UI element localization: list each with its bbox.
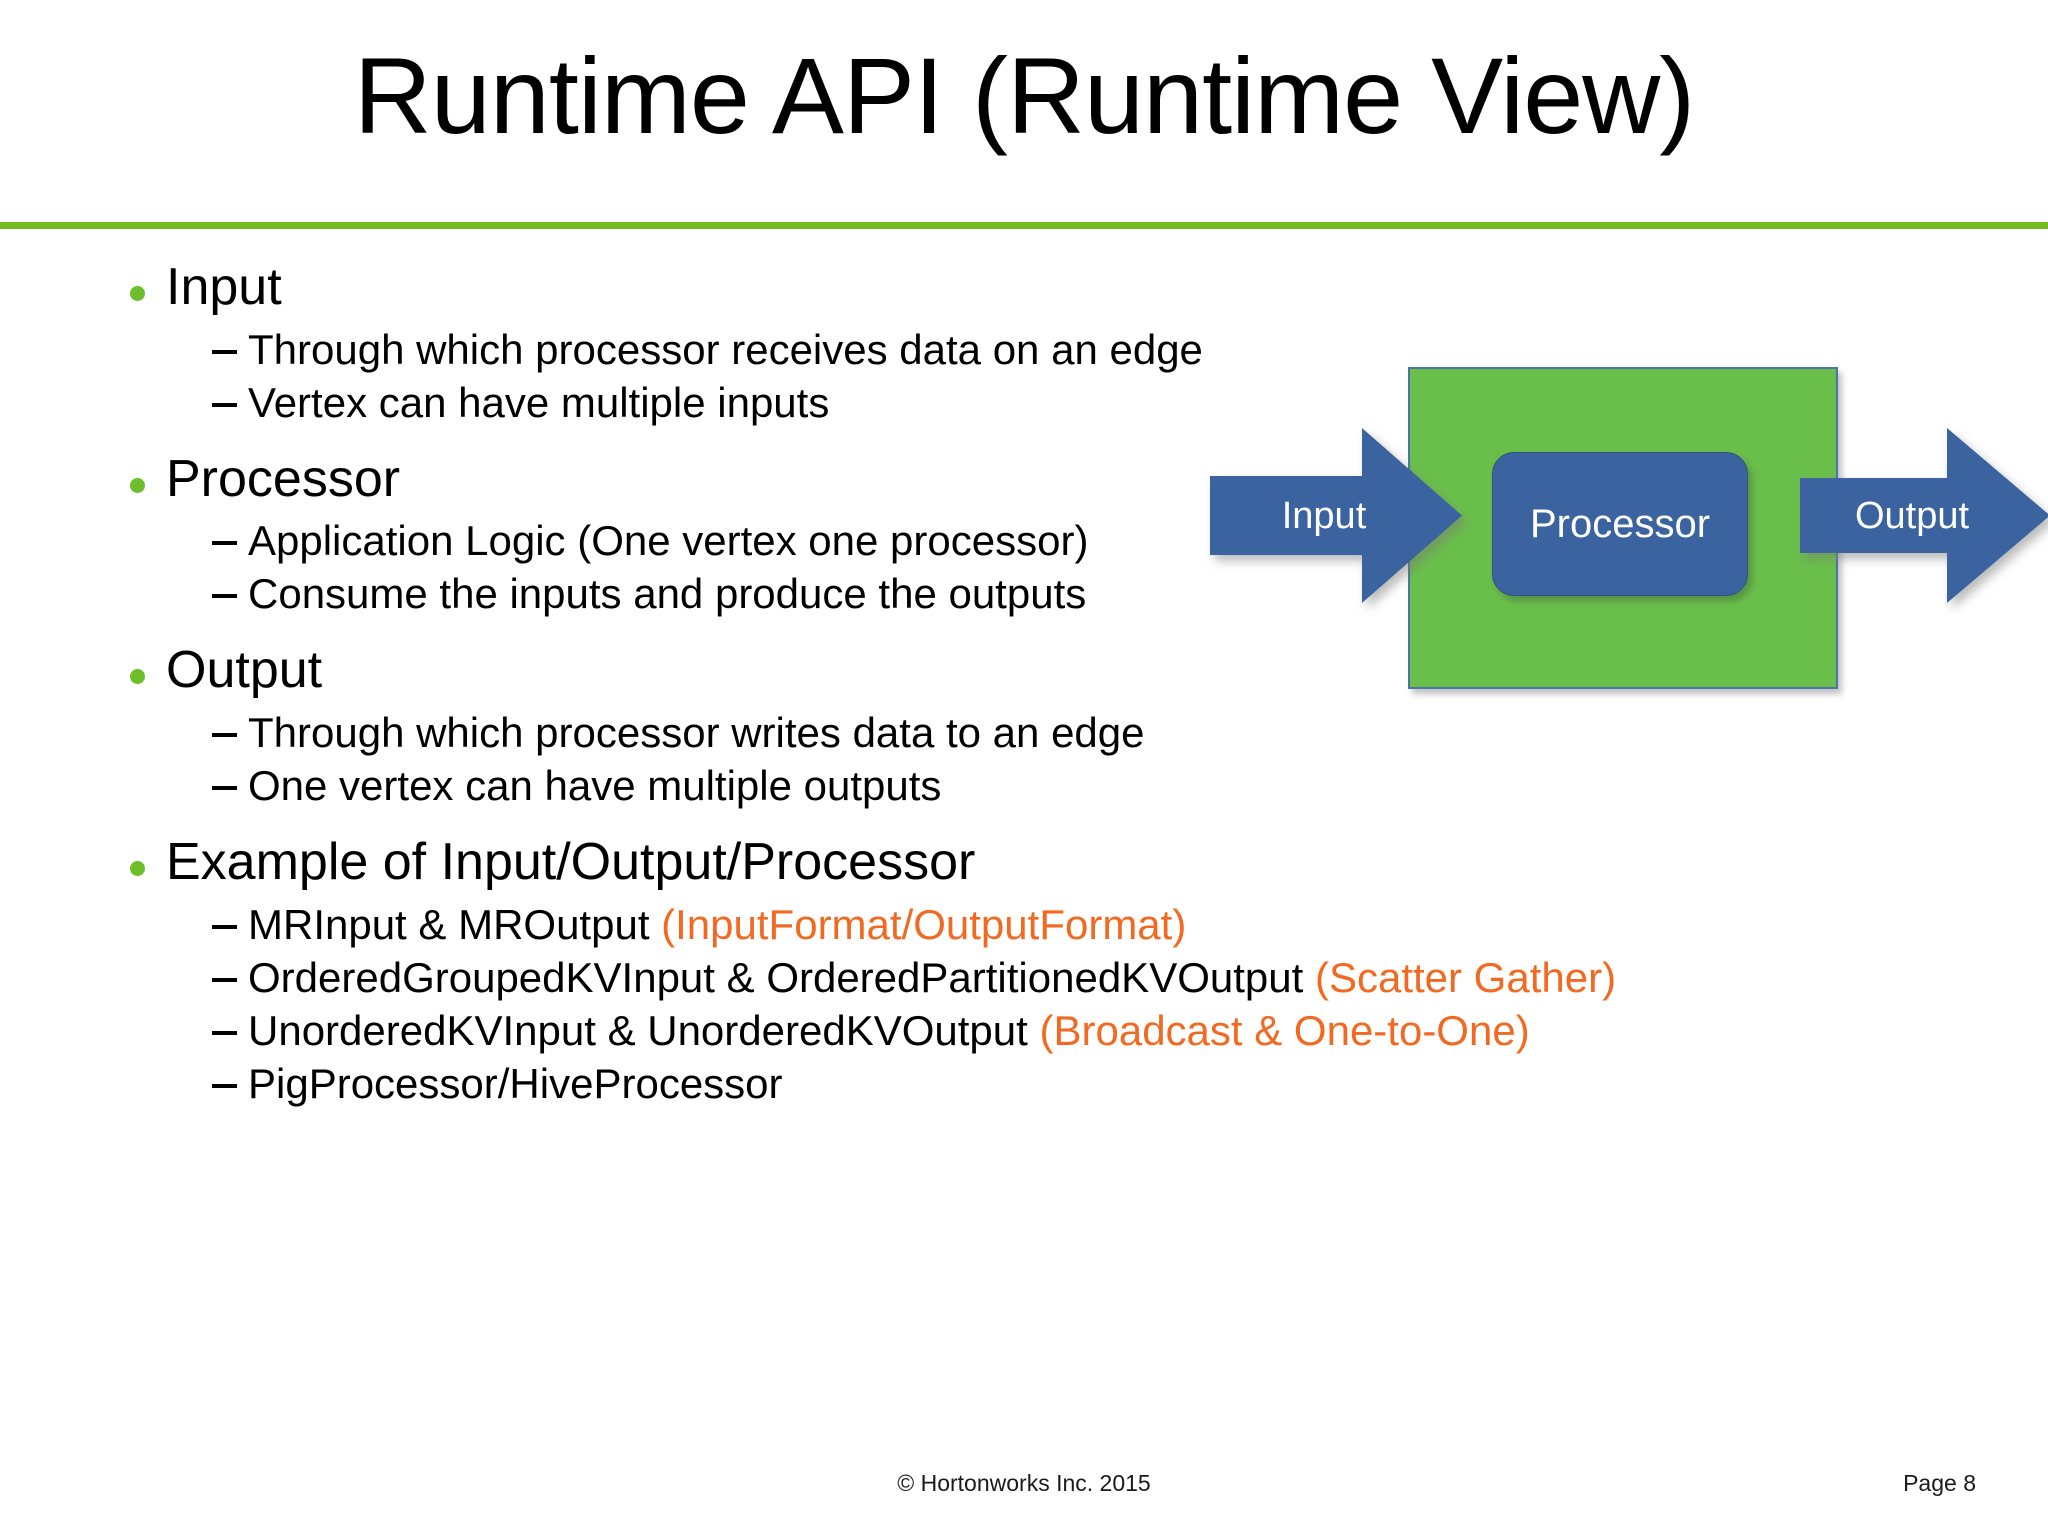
bullet-level2: Through which processor receives data on… [0, 326, 1340, 373]
bullet-level2-accent-text: (InputFormat/OutputFormat) [661, 900, 1187, 948]
bullet-level2: PigProcessor/HiveProcessor [0, 1060, 1340, 1107]
bullet-level1: Processor [0, 449, 1340, 508]
output-arrow: Output [1800, 428, 2048, 603]
bullet-level2-accent-text: (Broadcast & One-to-One) [1039, 1006, 1530, 1054]
bullet-level1: Example of Input/Output/Processor [0, 833, 1340, 892]
bullet-dash-icon [212, 786, 237, 791]
output-arrow-label: Output [1854, 494, 1970, 537]
bullet-level1-label: Processor [166, 449, 401, 508]
bullet-level1: Input [0, 258, 1340, 316]
bullet-dash-icon [212, 977, 237, 982]
bullet-level2-text: Through which processor writes data to a… [248, 709, 1145, 756]
bullet-dot-icon [130, 286, 145, 301]
bullet-dot-icon [130, 477, 145, 493]
title-divider [0, 222, 2048, 229]
bullet-dash-icon [212, 733, 237, 737]
right-arrow-icon [1210, 428, 1462, 603]
bullet-dot-icon [130, 669, 145, 685]
bullet-level2-text: Consume the inputs and produce the outpu… [248, 570, 1087, 618]
bullet-level2: One vertex can have multiple outputs [0, 762, 1340, 809]
bullet-dot-icon [130, 861, 145, 877]
bullet-level1: Output [0, 643, 1340, 699]
bullet-dash-icon [212, 924, 237, 929]
bullet-level2-text: UnorderedKVInput & UnorderedKVOutput [248, 1006, 1040, 1054]
input-arrow: Input [1210, 428, 1462, 603]
bullet-level1-label: Example of Input/Output/Processor [166, 833, 976, 892]
bullet-level2-text: Vertex can have multiple inputs [248, 378, 830, 426]
bullet-level2: Application Logic (One vertex one proces… [0, 517, 1340, 564]
bullet-level2-text: One vertex can have multiple outputs [248, 762, 942, 810]
bullet-level1-label: Output [166, 641, 323, 700]
bullet-level2: Vertex can have multiple inputs [0, 379, 1340, 426]
page-title: Runtime API (Runtime View) [353, 35, 1696, 156]
sub-bullet-list: Through which processor receives data on… [0, 326, 1340, 426]
input-arrow-label: Input [1281, 494, 1367, 537]
bullet-level2-text: MRInput & MROutput [248, 900, 662, 948]
bullet-level2-text: Through which processor receives data on… [248, 325, 1203, 373]
bullet-level1-label: Input [166, 258, 282, 316]
bullet-dash-icon [212, 594, 237, 599]
bullet-dash-icon [212, 541, 237, 546]
runtime-api-diagram: Processor Input Output [1190, 340, 2048, 710]
footer-page-number: Page 8 [1903, 1470, 1976, 1496]
bullet-level2-text: Application Logic (One vertex one proces… [248, 517, 1089, 565]
sub-bullet-list: Through which processor writes data to a… [0, 709, 1340, 809]
processor-node-label: Processor [1529, 502, 1711, 546]
bullet-dash-icon [212, 349, 237, 354]
bullet-level2: Consume the inputs and produce the outpu… [0, 570, 1340, 617]
bullet-level2: Through which processor writes data to a… [0, 709, 1340, 756]
bullet-level2: OrderedGroupedKVInput & OrderedPartition… [0, 953, 1616, 1001]
bullet-dash-icon [212, 402, 237, 407]
bullet-level2-accent-text: (Scatter Gather) [1314, 953, 1617, 1001]
footer-copyright: © Hortonworks Inc. 2015 [897, 1470, 1151, 1496]
bullet-level2-text: OrderedGroupedKVInput & OrderedPartition… [248, 953, 1315, 1001]
bullet-level2: UnorderedKVInput & UnorderedKVOutput (Br… [0, 1006, 1530, 1054]
right-arrow-icon [1800, 428, 2048, 603]
bullet-dash-icon [212, 1030, 237, 1035]
sub-bullet-list: Application Logic (One vertex one proces… [0, 517, 1340, 617]
bullet-level2-text: PigProcessor/HiveProcessor [248, 1059, 783, 1107]
bullet-dash-icon [212, 1083, 237, 1088]
bullet-level2: MRInput & MROutput (InputFormat/OutputFo… [0, 901, 1340, 948]
processor-node: Processor [1492, 452, 1748, 596]
sub-bullet-list: MRInput & MROutput (InputFormat/OutputFo… [0, 901, 1616, 1107]
